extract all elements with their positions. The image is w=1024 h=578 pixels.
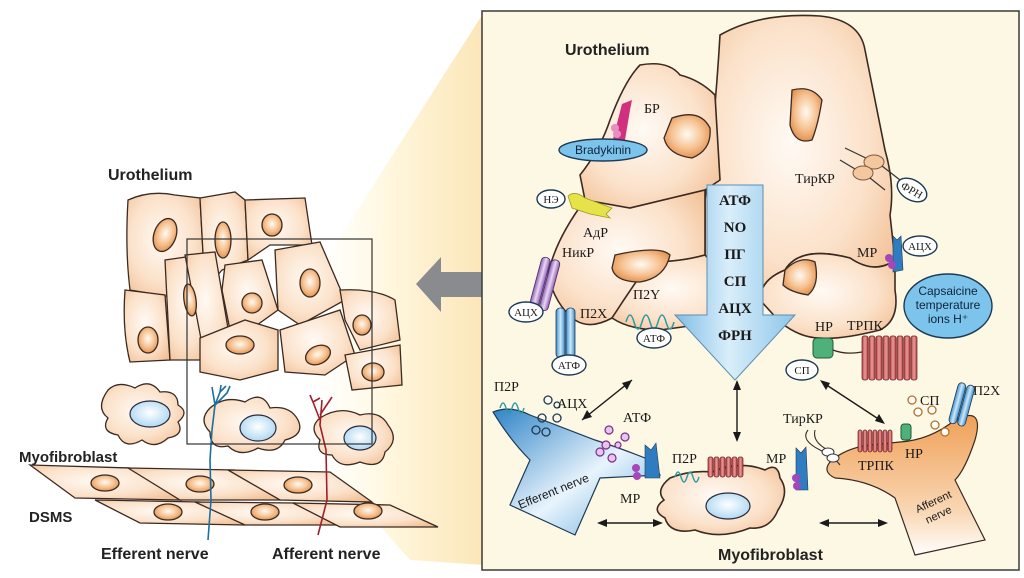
left-tissue-overview [27, 191, 439, 541]
trp-helix [725, 456, 732, 478]
released-mediators-arrow [673, 184, 797, 381]
p2y-receptor-icon [625, 314, 675, 330]
trp-helix [857, 429, 863, 453]
mediator-0: АТФ [719, 193, 751, 209]
stimuli-bubble [903, 273, 993, 339]
trp-helix [867, 429, 873, 453]
sp-top-label: СП [794, 365, 809, 377]
afferent-nr-icon [900, 423, 912, 441]
tyrosine-kinase-receptor-icon [839, 147, 901, 191]
mediator-5: ФРН [718, 328, 752, 344]
efferent-mr-label: МР [620, 492, 640, 507]
afferent-p2x-icon [948, 382, 975, 427]
trp-helix [903, 335, 911, 381]
efferent-p2r-label: П2Р [494, 380, 519, 395]
br-label: БР [644, 102, 660, 117]
ne-label: НЭ [543, 194, 558, 206]
myo-mr-label: МР [766, 452, 786, 467]
ach-mr-top-label: АЦХ [908, 241, 932, 253]
right-urothelium-label: Urothelium [565, 42, 649, 59]
efferent-mr-icon [644, 442, 661, 479]
right-myofibroblast-label: Myofibroblast [718, 547, 824, 564]
left-efferent-nerve-label: Efferent nerve [101, 546, 209, 563]
mediator-3: СП [724, 274, 747, 290]
stimuli-line1: Capsaicine [918, 284, 978, 298]
trp-helix [875, 335, 883, 381]
afferent-tirkr-label: ТирКР [783, 412, 823, 427]
sp-vesicles [907, 395, 950, 437]
mediator-4: АЦХ [718, 301, 752, 317]
efferent-ach-label: АЦХ [557, 397, 587, 412]
afferent-p2x-label: П2Х [973, 384, 1000, 399]
efferent-nerve-terminal [492, 408, 662, 536]
mediator-1: NO [724, 220, 747, 236]
gray-arrow-icon [416, 257, 482, 312]
afferent-sp-label: СП [920, 394, 939, 409]
stimuli-line3: ions H⁺ [928, 312, 968, 326]
left-myofibroblast-label: Myofibroblast [19, 449, 117, 466]
nicotinic-receptor-icon [529, 256, 561, 311]
myo-p2r-label: П2Р [672, 452, 697, 467]
trp-helix [731, 456, 738, 478]
left-urothelium-label: Urothelium [108, 167, 192, 184]
trpk-top-label: ТРПК [847, 319, 883, 334]
atp-p2x-label: АТФ [558, 360, 580, 372]
ach-nikr-label: АЦХ [514, 307, 538, 319]
bradykinin-label: Bradykinin [575, 143, 631, 157]
adrenergic-receptor-icon [567, 193, 613, 219]
left-afferent-nerve-label: Afferent nerve [272, 546, 381, 563]
trp-helix [737, 456, 744, 478]
trp-helix [889, 335, 897, 381]
mr-top-label: МР [857, 246, 877, 261]
trp-helix [868, 335, 876, 381]
p2y-label: П2Y [633, 288, 660, 303]
trp-helix [862, 429, 868, 453]
interaction-arrows [581, 379, 888, 527]
trp-helix [877, 429, 883, 453]
atp-vesicles [595, 425, 630, 463]
nikr-label: НикР [562, 246, 594, 261]
trp-helix [910, 335, 918, 381]
trp-helix [896, 335, 904, 381]
left-dsms-label: DSMS [29, 509, 72, 526]
myo-trp-channel-icon [707, 456, 744, 478]
adr-label: АдР [583, 226, 608, 241]
neurokinin-receptor-icon [812, 337, 834, 359]
trp-helix [882, 429, 888, 453]
trp-helix [882, 335, 890, 381]
atp-p2y-label: АТФ [643, 333, 665, 345]
afferent-trp-channel-icon [857, 429, 893, 453]
trp-helix [872, 429, 878, 453]
efferent-nerve-fiber [207, 384, 231, 541]
trp-helix [719, 456, 726, 478]
afferent-trpk-label: ТРПК [858, 459, 894, 474]
trp-helix [713, 456, 720, 478]
zoom-region-box [186, 238, 373, 445]
tirkr-top-label: ТирКР [795, 172, 835, 187]
trp-helix [887, 429, 893, 453]
trp-helix [707, 456, 714, 478]
nr-top-label: НР [815, 320, 833, 335]
mediator-2: ПГ [724, 247, 745, 263]
ach-vesicles [531, 395, 562, 437]
efferent-atp-label: АТФ [623, 411, 651, 426]
mediator-list: АТФ NO ПГ СП АЦХ ФРН [718, 193, 752, 344]
stimuli-line2: temperature [916, 298, 981, 312]
trp-helix [861, 335, 869, 381]
trp-channel-icon [861, 335, 918, 381]
p2x-left-label: П2Х [580, 307, 607, 322]
p2x-receptor-icon [555, 307, 576, 359]
afferent-nr-label: НР [905, 447, 923, 462]
afferent-nerve-fiber [309, 394, 333, 536]
